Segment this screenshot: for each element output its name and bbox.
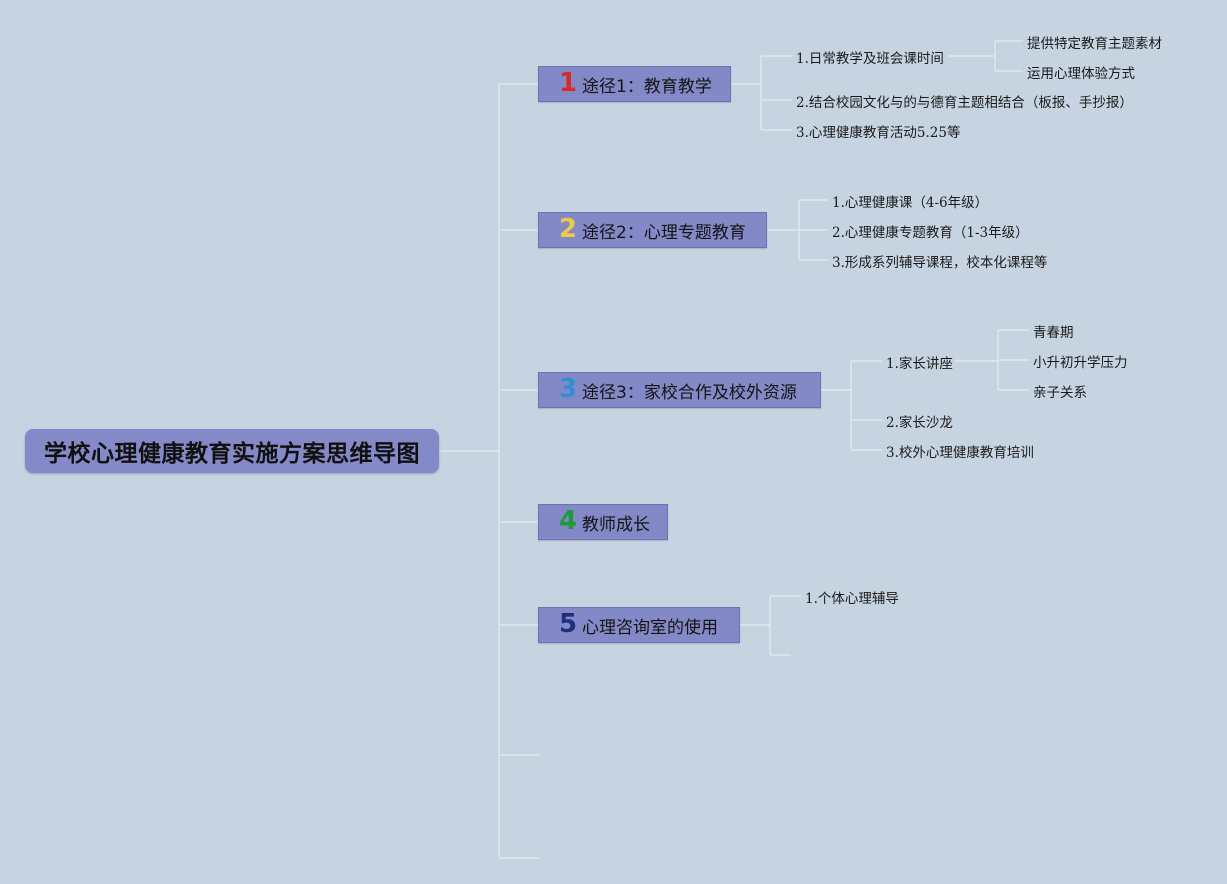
branch-node-1[interactable]: 1 途径1：教育教学 <box>538 66 731 102</box>
branch-label-4: 教师成长 <box>582 514 650 535</box>
branch-node-3[interactable]: 3 途径3：家校合作及校外资源 <box>538 372 821 408</box>
leaf-1-2[interactable]: 2.结合校园文化与的与德育主题相结合（板报、手抄报） <box>796 95 1133 111</box>
leaf-2-1[interactable]: 1.心理健康课（4-6年级） <box>832 195 989 211</box>
number-badge-5: 5 <box>559 609 578 639</box>
leaf-3-1-3[interactable]: 亲子关系 <box>1033 385 1087 401</box>
leaf-1-3[interactable]: 3.心理健康教育活动5.25等 <box>796 125 961 141</box>
leaf-3-2[interactable]: 2.家长沙龙 <box>886 415 953 431</box>
leaf-3-1[interactable]: 1.家长讲座 <box>886 356 953 372</box>
leaf-3-1-2[interactable]: 小升初升学压力 <box>1033 355 1128 371</box>
branch-label-5: 心理咨询室的使用 <box>582 617 718 638</box>
leaf-3-3[interactable]: 3.校外心理健康教育培训 <box>886 445 1034 461</box>
number-badge-4: 4 <box>559 506 578 536</box>
branch-label-2: 途径2：心理专题教育 <box>582 222 746 243</box>
leaf-2-3[interactable]: 3.形成系列辅导课程，校本化课程等 <box>832 255 1048 271</box>
branch-node-4[interactable]: 4 教师成长 <box>538 504 668 540</box>
branch-node-2[interactable]: 2 途径2：心理专题教育 <box>538 212 767 248</box>
leaf-1-1-1[interactable]: 提供特定教育主题素材 <box>1027 36 1162 52</box>
number-badge-3: 3 <box>559 374 578 404</box>
leaf-1-1[interactable]: 1.日常教学及班会课时间 <box>796 51 944 67</box>
leaf-3-1-1[interactable]: 青春期 <box>1033 325 1074 341</box>
root-title: 学校心理健康教育实施方案思维导图 <box>44 441 420 467</box>
number-badge-2: 2 <box>559 214 578 244</box>
leaf-5-1[interactable]: 1.个体心理辅导 <box>805 591 899 607</box>
leaf-1-1-2[interactable]: 运用心理体验方式 <box>1027 66 1135 82</box>
leaf-2-2[interactable]: 2.心理健康专题教育（1-3年级） <box>832 225 1029 241</box>
branch-label-1: 途径1：教育教学 <box>582 76 712 97</box>
root-node[interactable]: 学校心理健康教育实施方案思维导图 <box>25 429 439 473</box>
branch-label-3: 途径3：家校合作及校外资源 <box>582 382 797 403</box>
branch-node-5[interactable]: 5 心理咨询室的使用 <box>538 607 740 643</box>
number-badge-1: 1 <box>559 68 578 98</box>
